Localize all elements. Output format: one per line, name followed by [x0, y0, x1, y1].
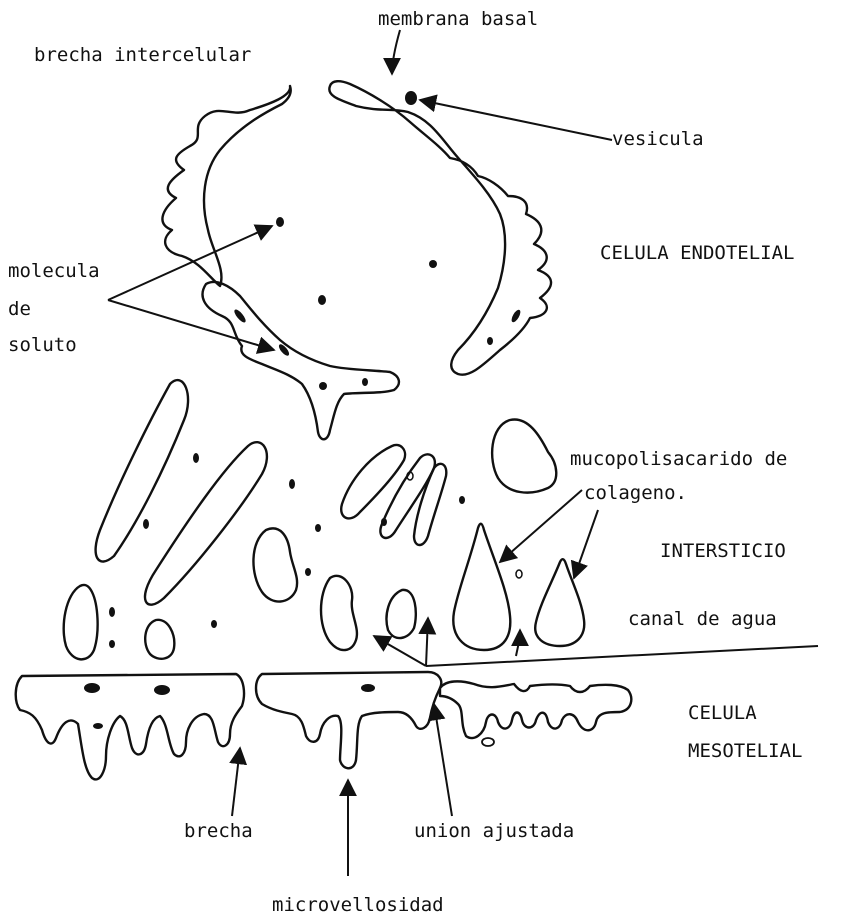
- label-mucopolisacarido: mucopolisacarido de: [570, 450, 787, 469]
- label-mesotelial: MESOTELIAL: [688, 742, 802, 761]
- endothelial-cell-bottom: [203, 282, 399, 439]
- mesothelial-cell-left: [16, 674, 244, 779]
- label-brecha: brecha: [184, 822, 253, 841]
- mesothelial-cell-right: [440, 681, 631, 738]
- label-canal-de-agua: canal de agua: [628, 610, 777, 629]
- collagen-fiber: [380, 454, 435, 538]
- label-soluto: soluto: [8, 336, 77, 355]
- mucopolysaccharide-blob: [492, 419, 556, 492]
- collagen-blob: [253, 528, 297, 601]
- collagen-fiber: [341, 445, 405, 518]
- label-molecula: molecula: [8, 262, 100, 281]
- label-union-ajustada: union ajustada: [414, 822, 574, 841]
- collagen-fiber: [96, 380, 188, 561]
- mesothelial-cell-middle: [256, 672, 441, 768]
- teardrop-collagen: [453, 524, 510, 650]
- solute-molecules: [233, 91, 523, 390]
- collagen-blob: [387, 590, 416, 638]
- label-de: de: [8, 300, 31, 319]
- label-intersticio: INTERSTICIO: [660, 542, 786, 561]
- collagen-blob: [145, 620, 174, 659]
- interstitial-dots: [109, 453, 522, 648]
- label-vesicula: vesicula: [612, 130, 704, 149]
- collagen-blob: [64, 585, 98, 659]
- label-celula-endotelial: CELULA ENDOTELIAL: [600, 244, 794, 263]
- endothelial-cell-left: [162, 86, 290, 286]
- label-celula: CELULA: [688, 704, 757, 723]
- interstitium: [64, 380, 585, 659]
- label-colageno: colageno.: [584, 484, 687, 503]
- collagen-blob: [321, 576, 357, 650]
- label-microvellosidad: microvellosidad: [272, 896, 444, 915]
- mesothelium: [16, 672, 632, 779]
- capillary: [162, 81, 551, 439]
- label-brecha-intercelular: brecha intercelular: [34, 46, 251, 65]
- label-membrana-basal: membrana basal: [378, 10, 538, 29]
- collagen-fiber: [414, 464, 446, 545]
- endothelial-cell-right: [329, 81, 551, 374]
